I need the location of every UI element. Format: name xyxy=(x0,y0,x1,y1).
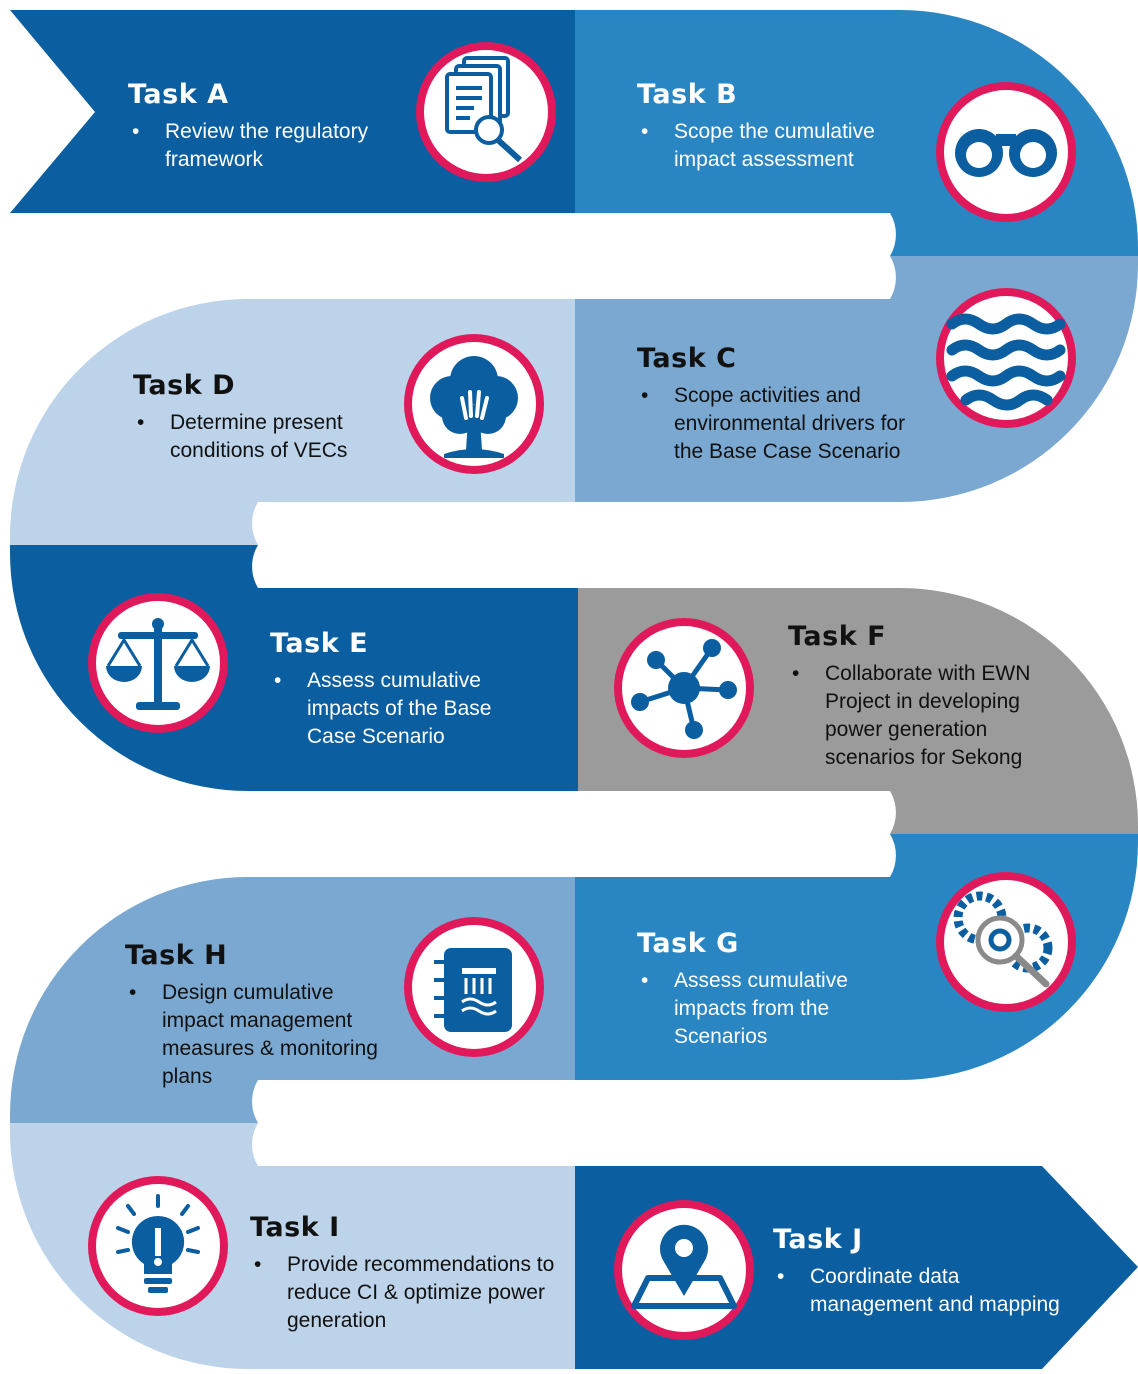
task-h: Task H Design cumulative impact manageme… xyxy=(125,941,400,1091)
task-description: Determine present conditions of VECs xyxy=(133,409,383,465)
scales-icon xyxy=(106,618,210,710)
task-title: Task G xyxy=(637,928,739,959)
badge-task-d xyxy=(404,334,544,474)
badge-task-i xyxy=(88,1176,228,1316)
badge-task-j xyxy=(614,1200,754,1340)
task-title: Task F xyxy=(788,621,887,652)
lightbulb-icon xyxy=(116,1194,200,1293)
task-title: Task H xyxy=(125,940,228,971)
task-g: Task G Assess cumulative impacts from th… xyxy=(637,929,897,1051)
documents-search-icon xyxy=(445,56,523,163)
task-b: Task B Scope the cumulative impact asses… xyxy=(637,80,912,174)
network-hub-icon xyxy=(631,639,737,739)
badge-task-g xyxy=(936,872,1076,1012)
task-i: Task I Provide recommendations to reduce… xyxy=(250,1213,560,1335)
badge-task-h xyxy=(404,917,544,1057)
task-description: Coordinate data management and mapping xyxy=(773,1263,1083,1319)
task-description: Collaborate with EWN Project in developi… xyxy=(788,660,1078,772)
badge-task-f xyxy=(614,618,754,758)
task-title: Task C xyxy=(637,343,737,374)
badge-task-e xyxy=(88,593,228,733)
task-j: Task J Coordinate data management and ma… xyxy=(773,1225,1083,1319)
task-title: Task J xyxy=(773,1224,863,1255)
task-title: Task I xyxy=(250,1212,340,1243)
task-title: Task B xyxy=(637,79,738,110)
task-title: Task A xyxy=(128,79,229,110)
task-description: Assess cumulative impacts of the Base Ca… xyxy=(270,667,530,751)
task-d: Task D Determine present conditions of V… xyxy=(133,371,383,465)
task-title: Task E xyxy=(270,628,369,659)
task-f: Task F Collaborate with EWN Project in d… xyxy=(788,622,1078,772)
task-a: Task A Review the regulatory framework xyxy=(128,80,398,174)
badge-task-c xyxy=(936,288,1076,428)
task-c: Task C Scope activities and environmenta… xyxy=(637,344,937,466)
notebook-dam-icon xyxy=(434,948,512,1032)
task-description: Assess cumulative impacts from the Scena… xyxy=(637,967,897,1051)
task-description: Scope the cumulative impact assessment xyxy=(637,118,912,174)
gears-magnifier-icon xyxy=(953,891,1053,988)
badge-task-b xyxy=(936,82,1076,222)
tree-hand-icon xyxy=(430,356,518,458)
badge-task-a xyxy=(416,42,556,182)
waves-icon xyxy=(946,313,1066,411)
task-title: Task D xyxy=(133,370,235,401)
task-description: Review the regulatory framework xyxy=(128,118,398,174)
task-description: Provide recommendations to reduce CI & o… xyxy=(250,1251,560,1335)
task-e: Task E Assess cumulative impacts of the … xyxy=(270,629,530,751)
task-description: Scope activities and environmental drive… xyxy=(637,382,937,466)
binoculars-icon xyxy=(955,129,1057,177)
map-pin-icon xyxy=(631,1224,737,1309)
task-description: Design cumulative impact management meas… xyxy=(125,979,400,1091)
